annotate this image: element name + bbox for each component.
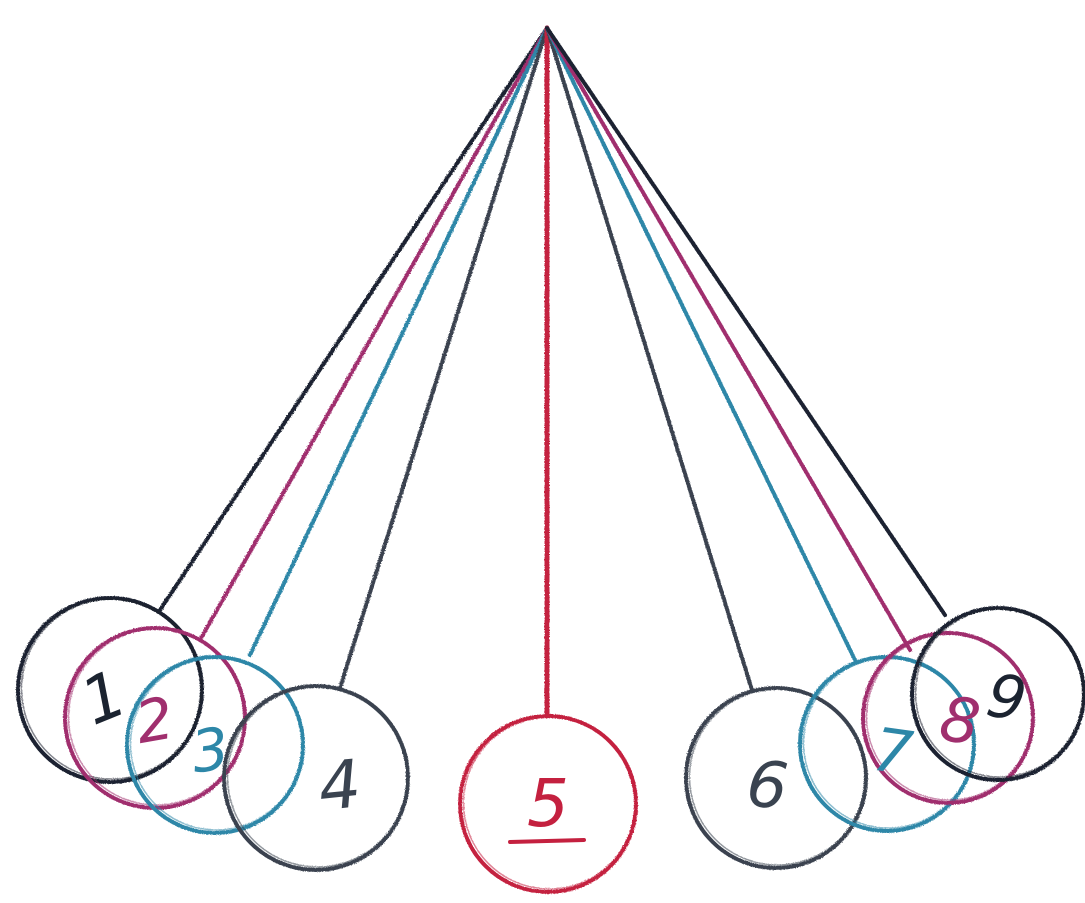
pendulum-strings <box>160 28 945 716</box>
ball-label-1: 1 <box>71 657 136 741</box>
ball-label-9: 9 <box>982 661 1032 737</box>
ball-label-6: 6 <box>743 747 791 825</box>
string-2 <box>200 28 547 640</box>
ball-label-4: 4 <box>315 745 365 826</box>
ball-label-2: 2 <box>130 684 178 757</box>
string-3 <box>250 28 547 655</box>
string-1 <box>160 28 547 610</box>
pendulum-balls <box>18 598 1084 892</box>
ball-label-7: 7 <box>869 715 917 790</box>
ball-label-underline-5 <box>510 840 584 842</box>
string-8 <box>547 28 910 650</box>
ball-label-8: 8 <box>935 682 984 760</box>
string-4 <box>340 28 547 688</box>
string-6 <box>547 28 752 690</box>
string-7 <box>547 28 855 660</box>
ball-label-3: 3 <box>187 714 233 786</box>
ball-label-5: 5 <box>527 765 569 842</box>
string-9 <box>547 28 945 615</box>
